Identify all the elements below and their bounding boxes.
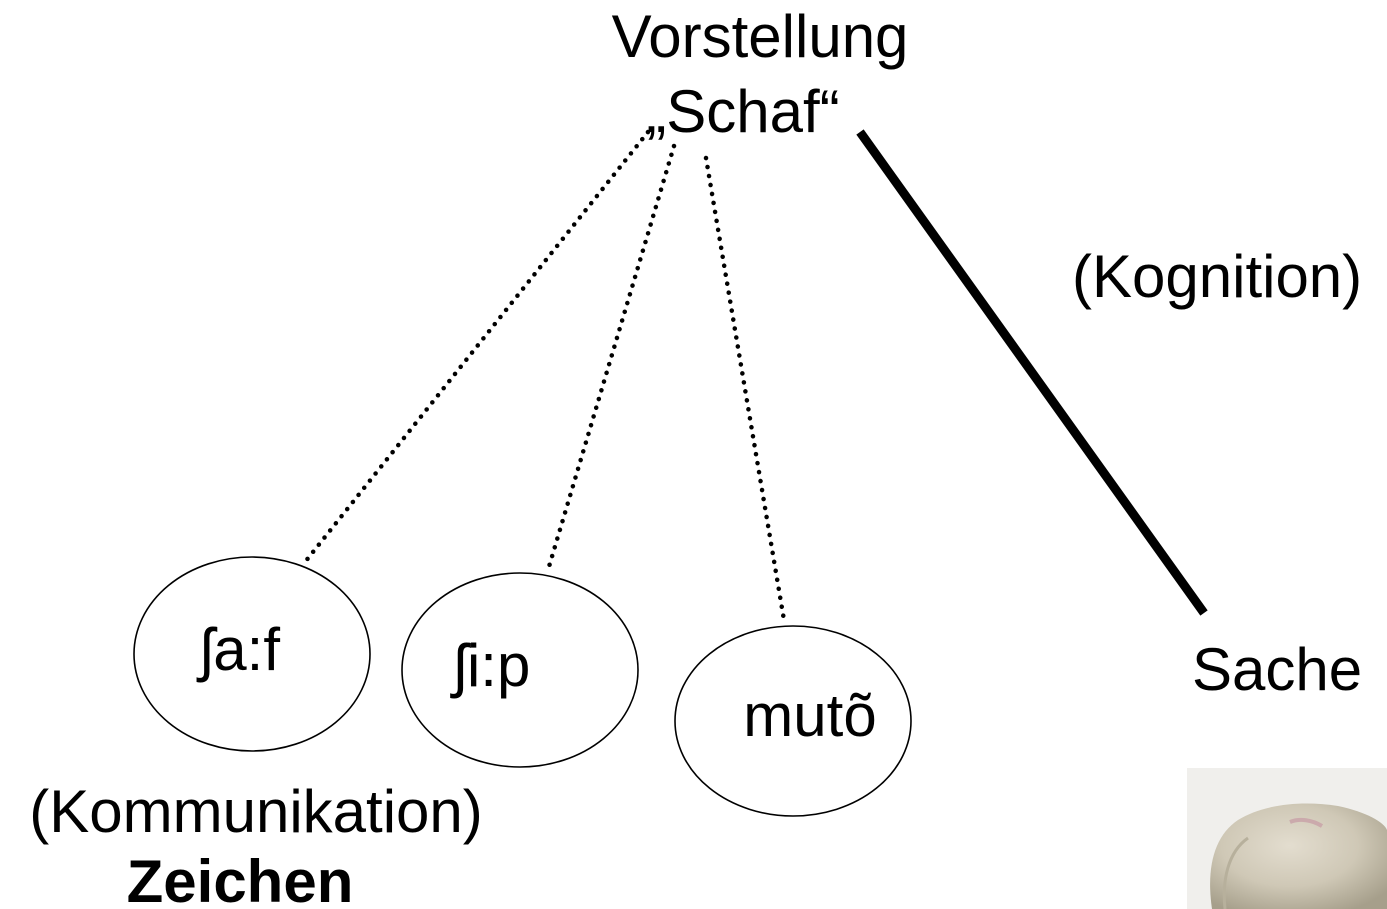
sign-text-2: ʃi:p xyxy=(450,632,531,699)
link-concept-sign-3 xyxy=(703,155,787,623)
concept-name: „Schaf“ xyxy=(646,78,839,145)
link-concept-sign-1 xyxy=(302,129,651,565)
sign-ellipse-1 xyxy=(133,556,371,752)
cognition-label: (Kognition) xyxy=(1072,243,1362,310)
thing-label: Sache xyxy=(1192,636,1362,703)
signs-label: Zeichen xyxy=(127,848,354,909)
link-concept-thing xyxy=(856,129,1208,616)
sign-text-3: mutõ xyxy=(743,682,876,749)
sheep-photo xyxy=(1187,768,1387,909)
sign-text-1: ʃa:f xyxy=(196,616,280,683)
communication-label: (Kommunikation) xyxy=(29,778,483,845)
concept-title: Vorstellung xyxy=(612,3,909,70)
link-concept-sign-2 xyxy=(545,143,677,573)
sign-ellipse-2 xyxy=(401,572,639,768)
sign-ellipse-3 xyxy=(674,625,912,817)
